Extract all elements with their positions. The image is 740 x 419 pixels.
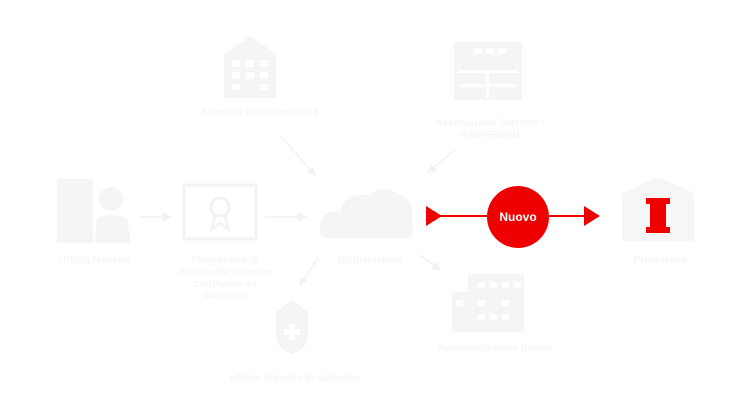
node-label-top-right: Associazioni Svizzere / RAIFFEISEN [435, 118, 545, 141]
building-icon [224, 36, 276, 98]
link-bottom-left [299, 257, 319, 287]
hub-nuovo: Nuovo [487, 186, 549, 248]
node-label-mid-center: Dichiarazione [337, 255, 403, 266]
link-bottom-right [419, 254, 442, 271]
office-people-icon [57, 179, 131, 243]
cloud-people-icon [319, 188, 413, 238]
shield-crest-icon [276, 300, 308, 354]
node-label-mid-far-left: Ufficio federale [58, 255, 132, 266]
node-label-bottom-left: Ufficio federale di statistica [229, 373, 361, 384]
node-label-bottom-right: Amministrazione fiscale [437, 343, 553, 354]
link-top-left [279, 134, 316, 177]
hub-label: Nuovo [499, 210, 537, 224]
node-label-mid-right: Previdenza [633, 255, 687, 266]
link-top-right [426, 149, 456, 173]
building-grid-icon [452, 274, 524, 332]
node-label-mid-left: Programma di contabilità federale certif… [179, 255, 271, 302]
column-icon [622, 177, 694, 241]
certificate-icon [182, 183, 258, 241]
storefront-icon [454, 42, 522, 100]
node-label-top-left: Il mondo di commercio e [201, 107, 319, 118]
